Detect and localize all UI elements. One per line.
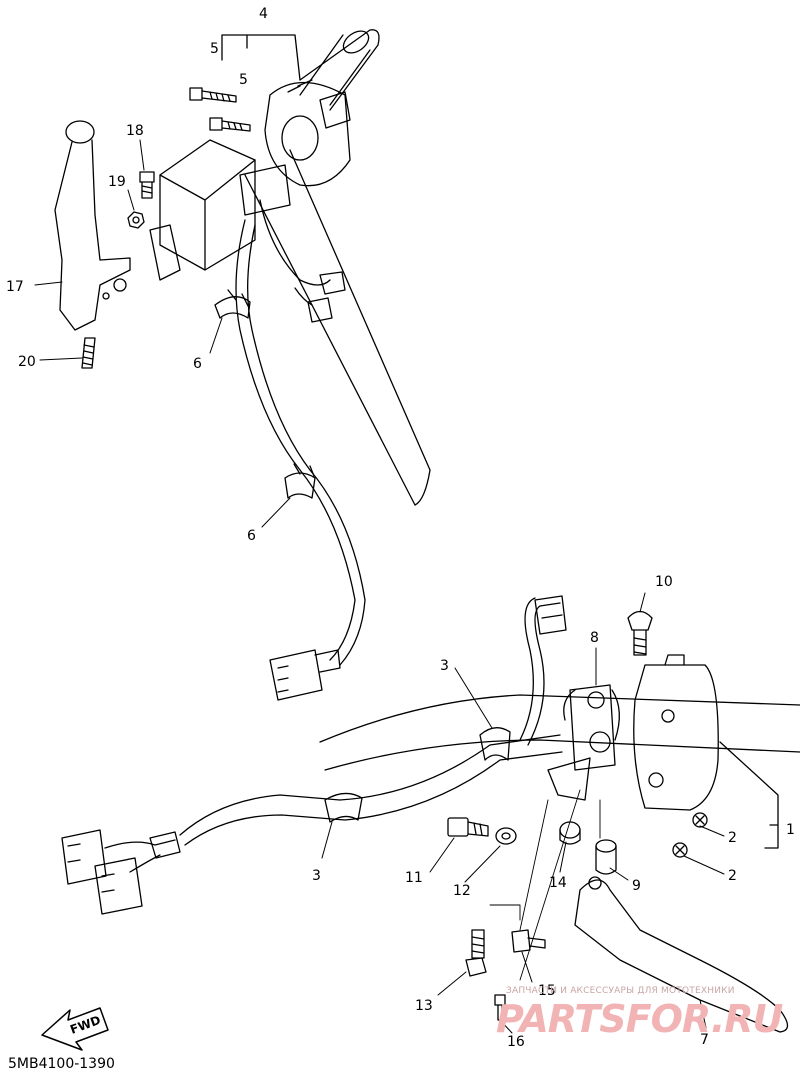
right-grip [299, 30, 371, 106]
handlebar-tube-upper [244, 29, 431, 506]
screws-2 [672, 812, 708, 858]
clamp-6-b [284, 463, 316, 499]
callout-17: 17 [6, 279, 24, 295]
callout-labels: 1 2 2 3 3 4 5 5 6 6 7 8 9 10 11 12 13 14… [6, 6, 795, 1050]
switch-15 [511, 929, 546, 953]
callout-20: 20 [18, 354, 36, 370]
callout-5: 5 [210, 41, 219, 57]
callout-19: 19 [108, 174, 126, 190]
screw-5-a [189, 87, 237, 103]
adjuster-20 [81, 337, 96, 369]
connector-upper [269, 649, 341, 701]
callout-bracket-1 [719, 741, 779, 849]
callout-bracket-4 [221, 34, 301, 81]
clutch-lever-17 [54, 120, 131, 331]
screw-10 [627, 610, 653, 656]
leader-lines [34, 139, 725, 1034]
watermark-caption: ЗАПЧАСТИ И АКСЕССУАРЫ ДЛЯ МОТОТЕХНИКИ [506, 986, 735, 996]
callout-18: 18 [126, 123, 144, 139]
callout-8: 8 [590, 630, 599, 646]
callout-7: 7 [700, 1032, 709, 1048]
callout-11: 11 [405, 870, 423, 886]
callout-3: 3 [312, 868, 321, 884]
bolt-13 [465, 929, 487, 977]
callout-14: 14 [549, 875, 567, 891]
switch-housing-upper [264, 79, 351, 187]
callout-6: 6 [247, 528, 256, 544]
clamp-3-a [479, 727, 511, 761]
callout-3: 3 [440, 658, 449, 674]
collar-9 [595, 839, 617, 875]
bolt-11 [447, 817, 489, 837]
master-cylinder-reservoir [149, 139, 291, 281]
nut-19 [127, 211, 145, 229]
spade-connectors [294, 271, 346, 323]
harness-lower [179, 597, 563, 846]
callout-15: 15 [538, 983, 556, 999]
callout-4: 4 [259, 6, 268, 22]
fwd-arrow: FWD [41, 1007, 109, 1051]
switch-housing-lower [633, 654, 719, 811]
guide-lines [489, 789, 601, 981]
clamp-6-a [214, 289, 251, 319]
lever-bracket-8 [547, 684, 620, 801]
document-code: 5MB4100-1390 [8, 1056, 115, 1072]
callout-6: 6 [193, 356, 202, 372]
harness-upper [235, 199, 366, 666]
bolt-18 [139, 171, 155, 199]
callout-5: 5 [239, 72, 248, 88]
callout-16: 16 [507, 1034, 525, 1050]
callout-10: 10 [655, 574, 673, 590]
screw-5-b [209, 117, 251, 132]
connector-small [534, 595, 567, 635]
connectors-lower [61, 829, 181, 915]
callout-2: 2 [728, 868, 737, 884]
watermark-logo: PARTSFOR.RU [496, 997, 783, 1041]
callout-9: 9 [632, 878, 641, 894]
callout-1: 1 [786, 822, 795, 838]
callout-2: 2 [728, 830, 737, 846]
callout-12: 12 [453, 883, 471, 899]
callout-13: 13 [415, 998, 433, 1014]
nut-14 [559, 821, 581, 845]
handlebar-tube-lower [319, 694, 800, 771]
brake-lever-7 [574, 876, 789, 1033]
clamp-3-b [324, 792, 363, 823]
nut-12 [495, 827, 517, 845]
